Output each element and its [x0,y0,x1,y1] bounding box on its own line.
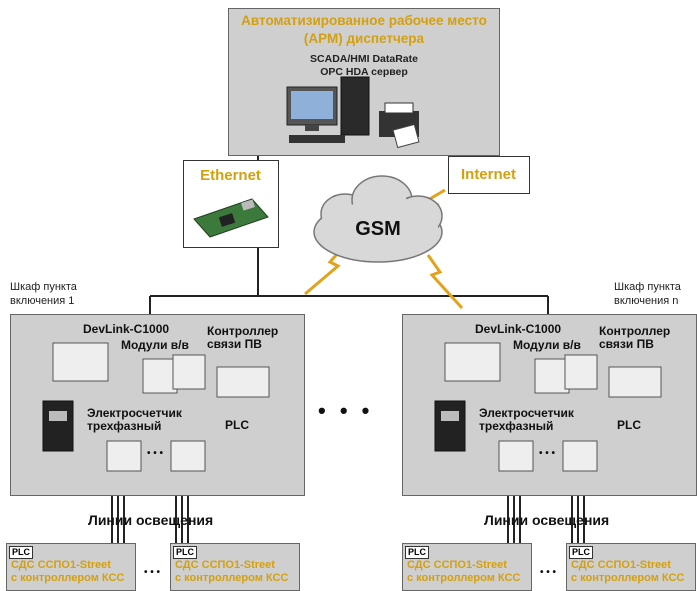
sds-line2: с контроллером КСС [11,572,125,584]
plc-tag: PLC [173,546,197,559]
right-breaker-dots: • • • [539,448,556,459]
sds-line1: СДС ССПО1-Street [407,559,507,571]
computer-icon [286,76,420,149]
right-cabinet-box: DevLink-C1000 Модули в/в Контроллер связ… [402,314,697,496]
gsm-label: GSM [355,218,401,240]
right-modules-label: Модули в/в [513,338,581,352]
right-meter-line1: Электросчетчик [479,406,574,420]
ethernet-label: Ethernet [200,167,261,184]
left-meter-line2: трехфазный [87,419,162,433]
sds-box-left-2: PLC СДС ССПО1-Street с контроллером КСС [170,543,300,591]
arm-software-line1: SCADA/HMI DataRate [310,53,418,65]
left-cabinet-devices [42,342,270,472]
right-plc-label: PLC [617,418,641,432]
cabinets-ellipsis: • • • [318,398,374,423]
arm-title-line1: Автоматизированное рабочее место [241,13,487,28]
bottom-dots-right: • • • [540,567,557,578]
right-lighting-lines-label: Линии освещения [484,512,610,528]
plc-tag: PLC [9,546,33,559]
sds-line1: СДС ССПО1-Street [11,559,111,571]
ethernet-box: Ethernet [183,160,279,248]
left-breaker-dots: • • • [147,448,164,459]
right-controller-line1: Контроллер [599,324,671,338]
right-cabinet-caption-line2: включения n [614,295,679,307]
sds-box-right-2: PLC СДС ССПО1-Street с контроллером КСС [566,543,696,591]
left-cabinet-caption-line2: включения 1 [10,295,75,307]
left-meter-line1: Электросчетчик [87,406,182,420]
left-controller-line2: связи ПВ [207,337,262,351]
bottom-dots-left: • • • [144,567,161,578]
left-devlink-label: DevLink-C1000 [83,322,170,336]
internet-label: Internet [460,166,516,183]
sds-line1: СДС ССПО1-Street [175,559,275,571]
arm-title-line2: (АРМ) диспетчера [303,31,425,46]
right-controller-line2: связи ПВ [599,337,654,351]
arm-workstation-box: Автоматизированное рабочее место (АРМ) д… [228,8,500,156]
internet-box: Internet [448,156,530,194]
network-card-icon [193,198,269,238]
left-plc-label: PLC [225,418,249,432]
sds-line1: СДС ССПО1-Street [571,559,671,571]
sds-line2: с контроллером КСС [175,572,289,584]
left-cabinet-caption-line1: Шкаф пункта [10,281,77,293]
sds-line2: с контроллером КСС [407,572,521,584]
plc-tag: PLC [569,546,593,559]
arm-software-line2: OPC HDA сервер [320,66,408,78]
sds-box-right-1: PLC СДС ССПО1-Street с контроллером КСС [402,543,532,591]
sds-box-left-1: PLC СДС ССПО1-Street с контроллером КСС [6,543,136,591]
left-cabinet-box: DevLink-C1000 Модули в/в Контроллер связ… [10,314,305,496]
sds-line2: с контроллером КСС [571,572,685,584]
right-cabinet-devices [434,342,662,472]
plc-tag: PLC [405,546,429,559]
right-meter-line2: трехфазный [479,419,554,433]
right-cabinet-caption-line1: Шкаф пункта [614,281,681,293]
right-devlink-label: DevLink-C1000 [475,322,562,336]
left-controller-line1: Контроллер [207,324,279,338]
left-lighting-lines-label: Линии освещения [88,512,214,528]
left-modules-label: Модули в/в [121,338,189,352]
